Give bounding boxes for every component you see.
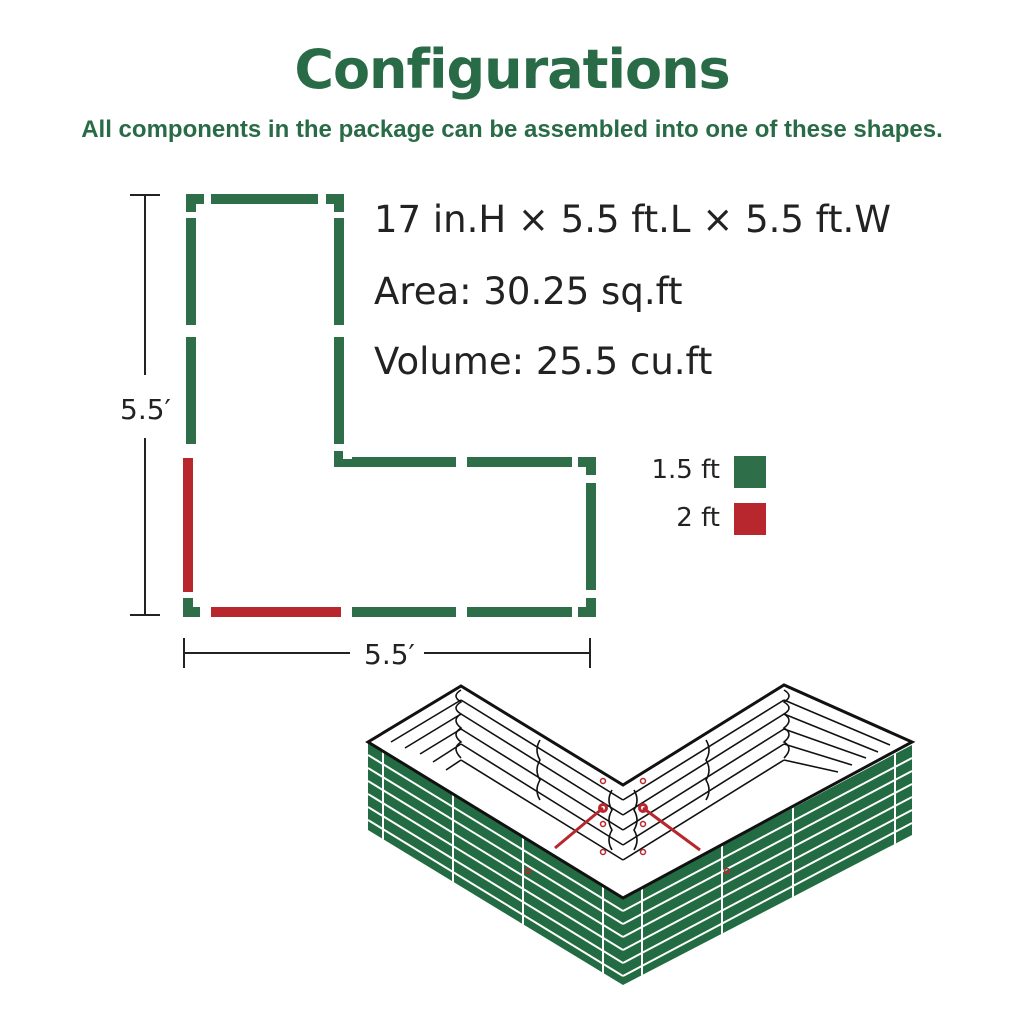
bolts xyxy=(524,777,731,875)
height-dimension-label: 5.5′ xyxy=(120,393,171,426)
page-title: Configurations xyxy=(294,38,730,101)
legend-swatch-green xyxy=(734,456,766,488)
green-panels xyxy=(183,194,596,617)
left-wall xyxy=(368,742,623,985)
legend-label-green: 1.5 ft xyxy=(651,455,720,485)
red-panels xyxy=(183,458,341,617)
spec-volume: Volume: 25.5 cu.ft xyxy=(374,340,713,383)
width-dimension-line xyxy=(183,638,591,668)
height-dimension-line xyxy=(130,194,160,616)
red-braces xyxy=(554,803,701,852)
legend-swatch-red xyxy=(734,503,766,535)
spec-area: Area: 30.25 sq.ft xyxy=(374,270,683,313)
interior-walls xyxy=(365,683,916,900)
page-subtitle: All components in the package can be ass… xyxy=(81,116,943,143)
spec-dimensions: 17 in.H × 5.5 ft.L × 5.5 ft.W xyxy=(374,198,891,241)
right-wall xyxy=(623,745,912,985)
width-dimension-label: 5.5′ xyxy=(360,638,419,671)
legend-label-red: 2 ft xyxy=(676,503,720,533)
